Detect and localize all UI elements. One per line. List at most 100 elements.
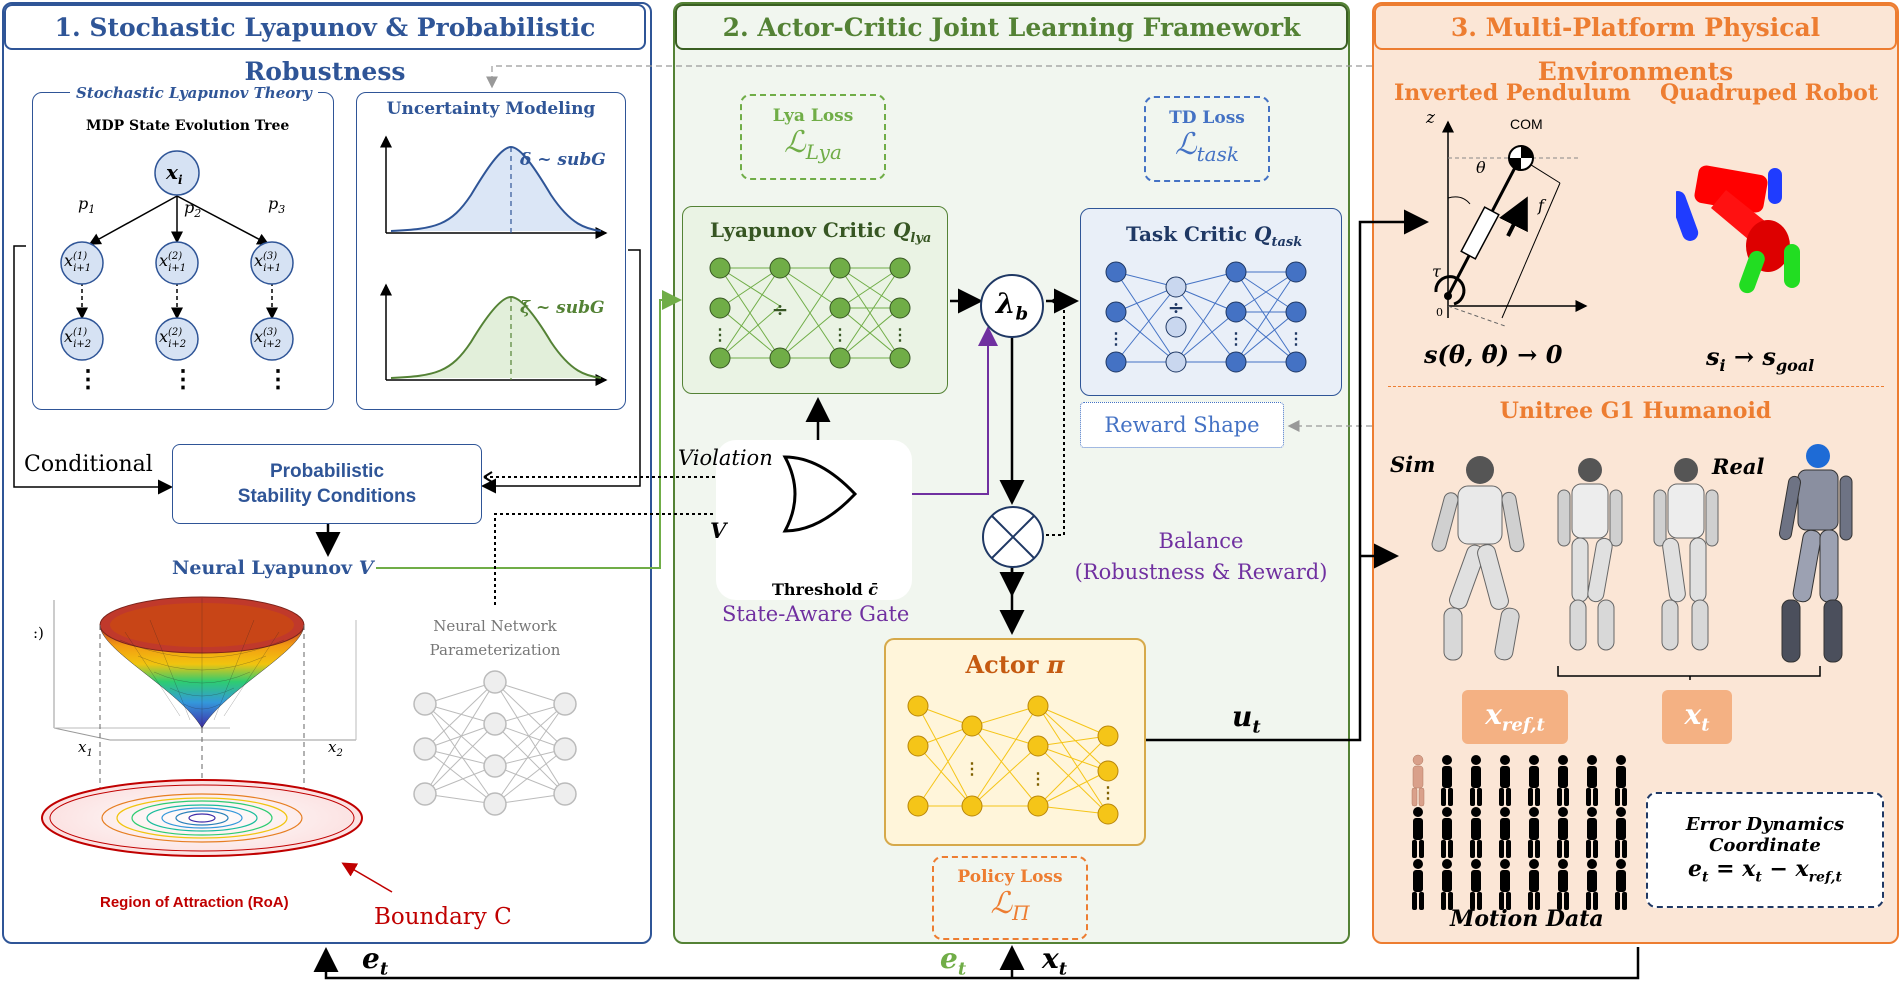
- x1-axis-label: x1: [78, 738, 93, 759]
- or-gate-icon: [782, 455, 858, 533]
- real-label: Real: [1712, 454, 1765, 479]
- x2-axis-label: x2: [328, 738, 343, 759]
- svg-text:÷: ÷: [772, 297, 789, 321]
- tree-title: MDP State Evolution Tree: [86, 118, 290, 134]
- orange-divider: [1388, 386, 1884, 387]
- theory-title: Stochastic Lyapunov Theory: [70, 84, 318, 102]
- z-axis-label: z: [1426, 108, 1435, 128]
- delta-label: δ ~ subG: [520, 150, 606, 170]
- motion-figure: [1498, 806, 1512, 859]
- tree-node-2-3: x(3)i+2: [254, 327, 282, 350]
- error-dynamics-box: Error Dynamics Coordinate et = xt − xref…: [1646, 792, 1884, 908]
- tree-ellipsis-2: ⋮: [171, 364, 195, 393]
- motion-figure: [1411, 858, 1425, 911]
- svg-text:⋮: ⋮: [1100, 783, 1116, 802]
- quadruped-goal: si → sgoal: [1706, 342, 1815, 375]
- gate-v-label: V: [710, 518, 727, 543]
- svg-text:⋮: ⋮: [1030, 769, 1046, 788]
- actor-title: Actor π: [965, 650, 1065, 679]
- motion-figure: [1440, 754, 1454, 807]
- motion-figure: [1527, 754, 1541, 807]
- motion-figure: [1498, 754, 1512, 807]
- tree-ellipsis-1: ⋮: [76, 364, 100, 393]
- mdp-state-tree: [60, 150, 294, 361]
- motion-figure: [1556, 806, 1570, 859]
- violation-label: Violation: [678, 446, 773, 470]
- lyapunov-critic-network: ÷ ⋮ ⋮ ⋮: [709, 257, 911, 369]
- balance-label: Balance(Robustness & Reward): [1074, 529, 1328, 584]
- quadruped-robot-graphic: [1676, 165, 1800, 294]
- actor-network: ⋮ ⋮ ⋮: [907, 695, 1119, 825]
- svg-text:⋮: ⋮: [1228, 329, 1244, 348]
- sim-label: Sim: [1390, 452, 1436, 477]
- motion-figure: [1469, 858, 1483, 911]
- svg-text:÷: ÷: [1168, 295, 1185, 319]
- force-label: f: [1538, 196, 1544, 215]
- com-label: COM: [1510, 116, 1543, 132]
- motion-data-label: Motion Data: [1450, 906, 1604, 932]
- tree-node-1-2: x(2)i+1: [159, 251, 187, 274]
- boundary-label: Boundary C: [374, 904, 512, 930]
- motion-figure: [1469, 754, 1483, 807]
- reward-shape-box: Reward Shape: [1080, 402, 1284, 448]
- motion-figure: [1440, 858, 1454, 911]
- motion-figure: [1614, 754, 1628, 807]
- svg-text:⋮: ⋮: [832, 325, 848, 344]
- neural-lyapunov-title: Neural Lyapunov V: [172, 557, 374, 579]
- motion-figure: [1585, 858, 1599, 911]
- uncertainty-modeling-box: [356, 92, 626, 410]
- conditional-label: Conditional: [24, 452, 153, 477]
- region-of-attraction: [41, 779, 363, 857]
- svg-text:⋮: ⋮: [1288, 329, 1304, 348]
- panel-title-3: 3. Multi-Platform Physical Environments: [1374, 4, 1897, 86]
- panel-title-2: 2. Actor-Critic Joint Learning Framework: [675, 4, 1348, 50]
- neural-lyapunov-surface: [41, 596, 363, 857]
- task-critic-network: ÷ ⋮ ⋮ ⋮: [1105, 261, 1307, 373]
- humanoid-title: Unitree G1 Humanoid: [1499, 398, 1772, 424]
- svg-text:⋮: ⋮: [712, 325, 728, 344]
- policy-loss-box: Policy Loss ℒΠ: [932, 856, 1088, 940]
- motion-figure: [1527, 806, 1541, 859]
- prob-p3: p3: [268, 194, 286, 217]
- motion-figure: [1585, 806, 1599, 859]
- tree-root-node: [154, 150, 200, 196]
- tree-node-1-1: x(1)i+1: [64, 251, 92, 274]
- humanoid-robots-graphic: [1431, 444, 1853, 680]
- motion-figure: [1585, 754, 1599, 807]
- threshold-label: Threshold c̄: [772, 580, 879, 599]
- origin-label: 0: [1436, 306, 1443, 319]
- tree-node-2-1: x(1)i+2: [64, 327, 92, 350]
- td-loss-box: TD Loss ℒtask: [1144, 96, 1270, 182]
- motion-figure: [1614, 806, 1628, 859]
- bottom-x-t-mid: xt: [1042, 942, 1068, 980]
- uncertainty-curves: [380, 135, 608, 386]
- lya-loss-box: Lya Loss ℒLya: [740, 94, 886, 180]
- real-robot: [1778, 444, 1853, 663]
- multiply-node-icon: [982, 506, 1044, 568]
- sim-robot-3: [1653, 458, 1719, 651]
- motion-figure: [1411, 806, 1425, 859]
- tree-ellipsis-3: ⋮: [266, 364, 290, 393]
- u-t-label: ut: [1232, 700, 1261, 738]
- panel-title-1: 1. Stochastic Lyapunov & Probabilistic R…: [4, 4, 646, 86]
- roa-label: Region of Attraction (RoA): [100, 894, 289, 911]
- svg-text:⋮: ⋮: [892, 325, 908, 344]
- motion-figure: [1614, 858, 1628, 911]
- tree-root-label: xi: [166, 160, 183, 187]
- motion-figure: [1556, 858, 1570, 911]
- xi-label: ξ ~ subG: [520, 298, 605, 318]
- lambda-b-node: λb: [980, 274, 1044, 338]
- motion-figure: [1440, 806, 1454, 859]
- svg-text:⋮: ⋮: [964, 759, 980, 778]
- prob-p1: p1: [78, 194, 96, 217]
- lyapunov-critic-title: Lyapunov Critic Qlya: [710, 218, 932, 246]
- theta-label: θ: [1476, 158, 1486, 177]
- tree-node-2-2: x(2)i+2: [159, 327, 187, 350]
- tree-node-1-3: x(3)i+1: [254, 251, 282, 274]
- motion-figure: [1556, 754, 1570, 807]
- x-ref-badge: xref,t: [1462, 690, 1568, 744]
- motion-figure: [1469, 806, 1483, 859]
- inverted-pendulum-title: Inverted Pendulum: [1394, 80, 1631, 106]
- inverted-pendulum-diagram: [1434, 120, 1588, 327]
